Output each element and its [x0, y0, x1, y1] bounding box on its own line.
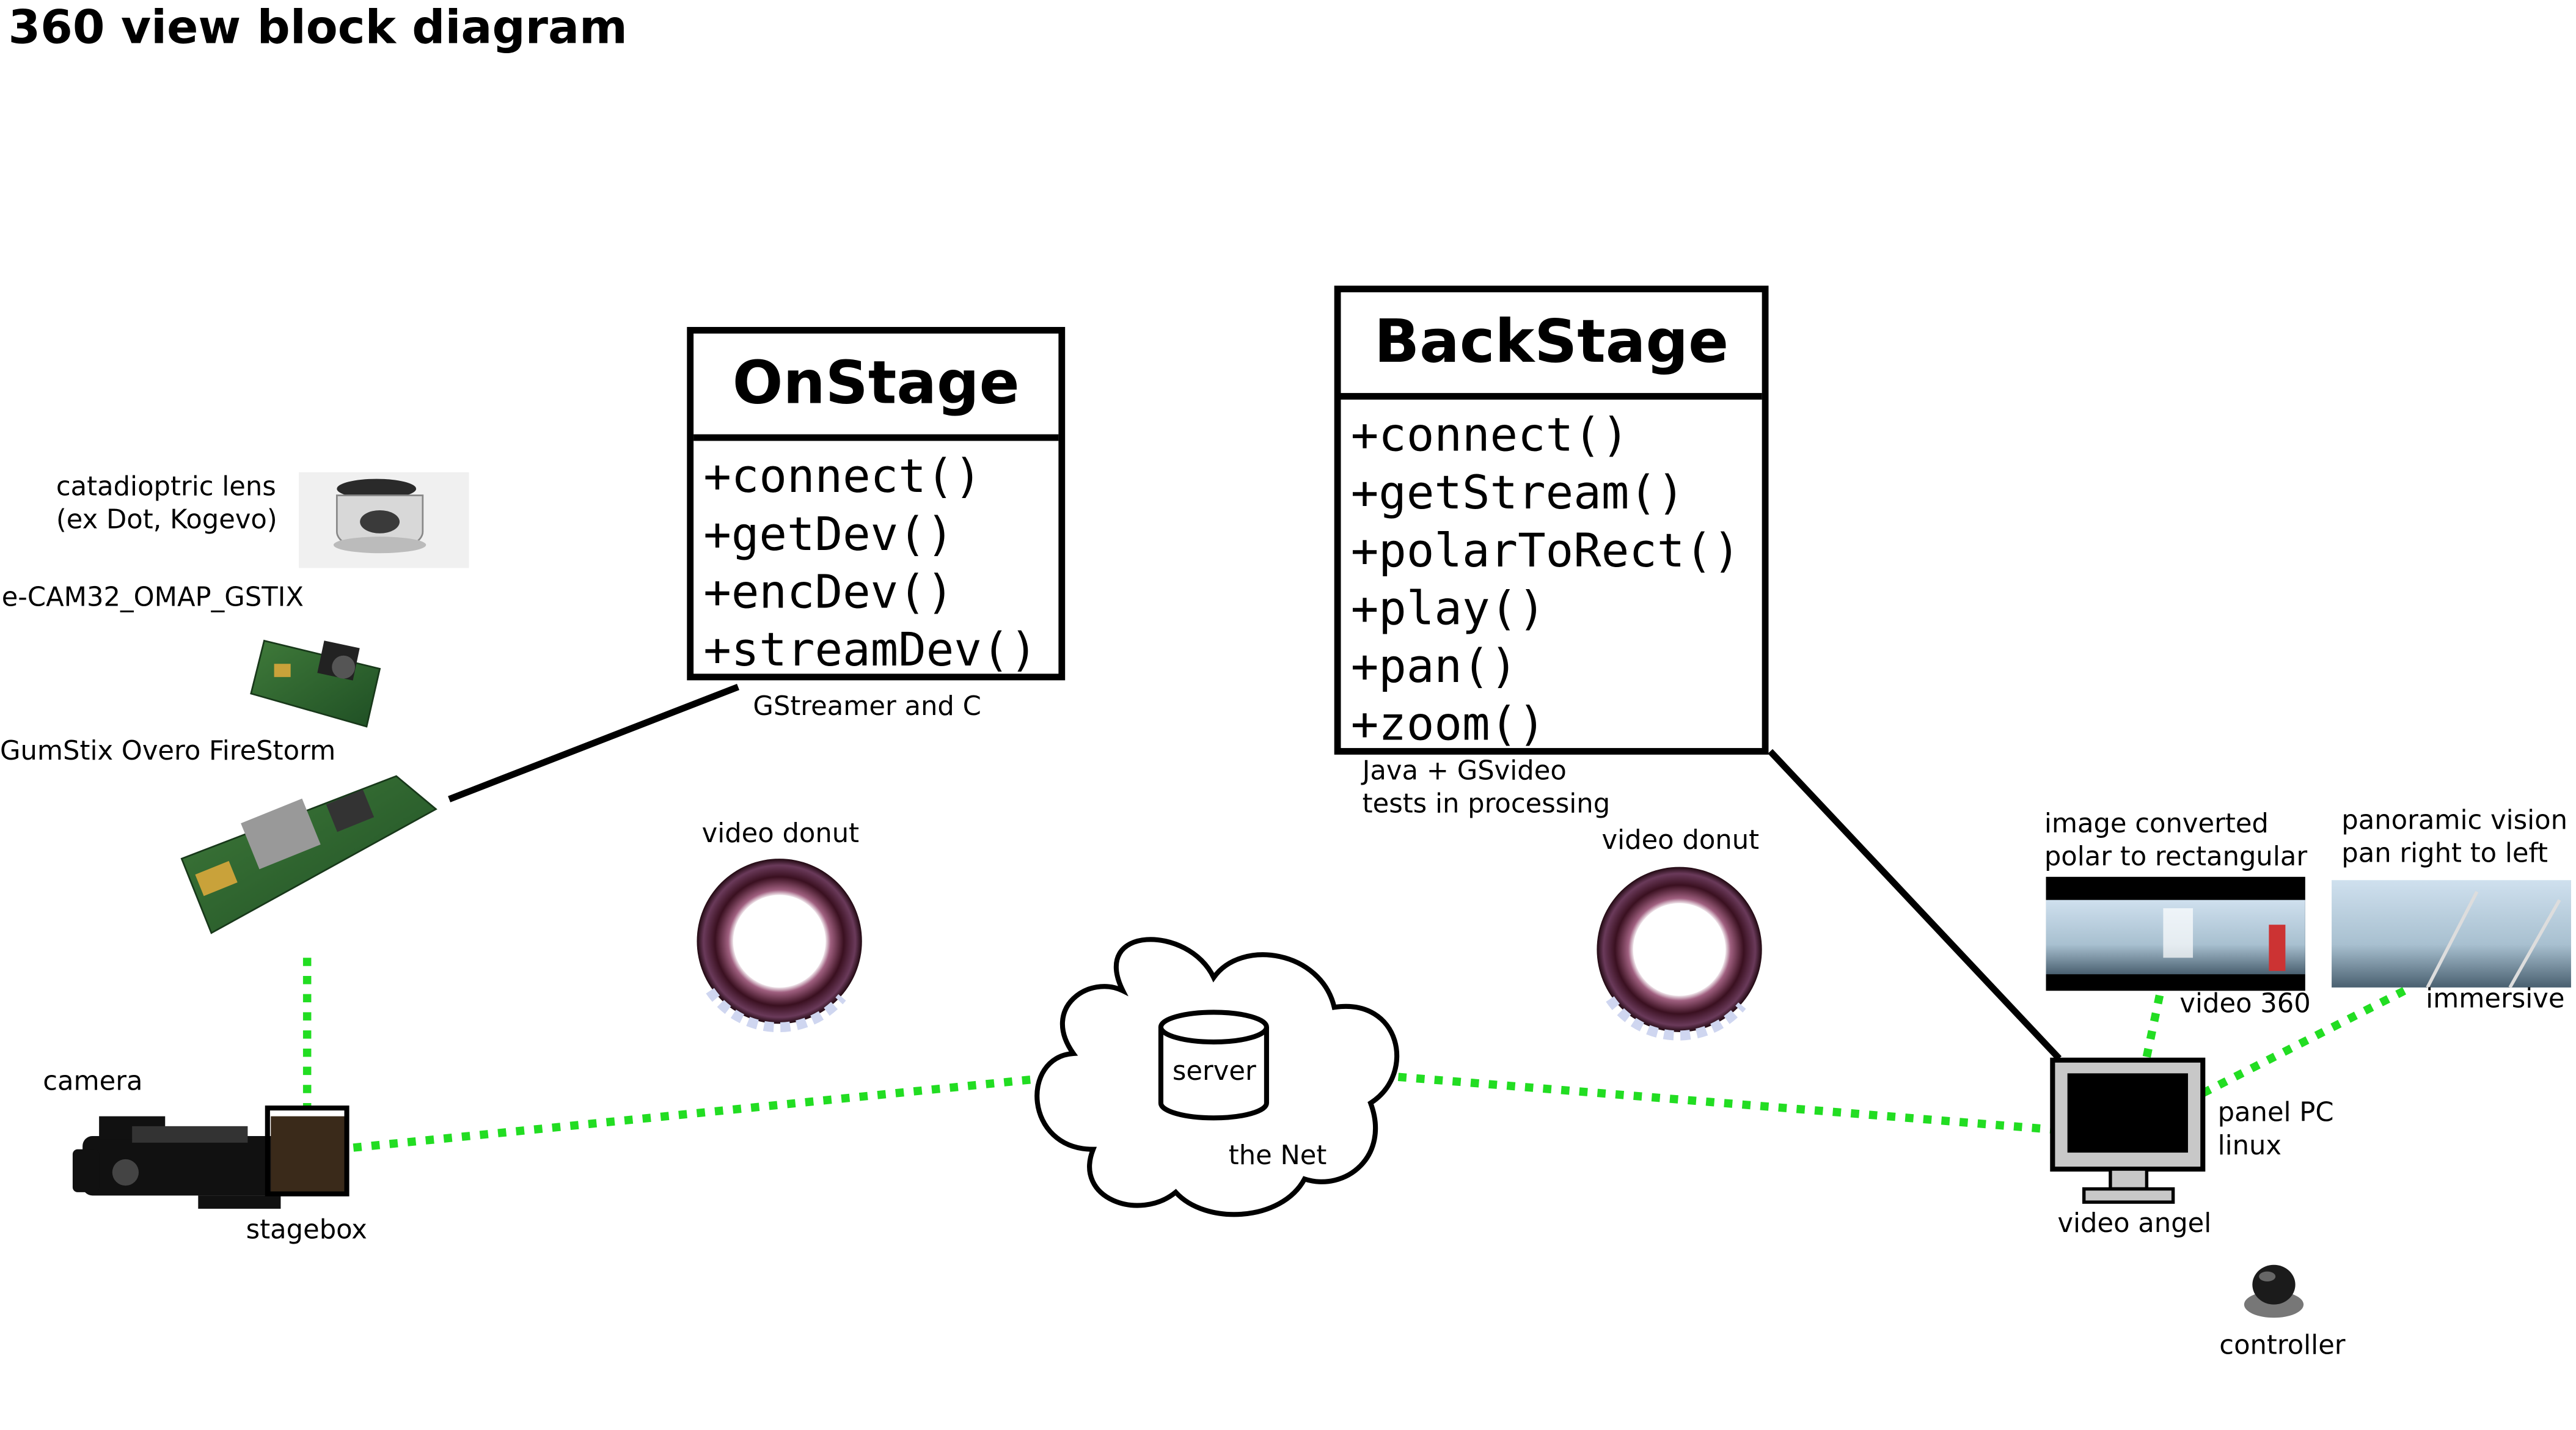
video360-image — [2046, 876, 2305, 991]
net-label: the Net — [1228, 1139, 1327, 1171]
immersive-label: immersive — [2426, 982, 2565, 1014]
stagebox-label: stagebox — [246, 1214, 367, 1245]
panoramic-label: panoramic vision pan right to left — [2341, 804, 2568, 869]
panel-pc-label: panel PC linux — [2217, 1096, 2334, 1161]
video-donut-left-label: video donut — [701, 817, 860, 849]
server-icon — [1158, 1010, 1269, 1121]
controller-label: controller — [2219, 1329, 2346, 1361]
link-backstage-panel-pc — [1768, 749, 2062, 1061]
video360-label: video 360 — [2179, 987, 2311, 1019]
controller-icon — [2244, 1264, 2304, 1318]
backstage-methods: +connect() +getStream() +polarToRect() +… — [1341, 400, 1762, 753]
video-donut-right-label: video donut — [1601, 824, 1760, 856]
backstage-class-box: BackStage +connect() +getStream() +polar… — [1334, 285, 1769, 755]
diagram-title: 360 view block diagram — [8, 0, 628, 55]
camera-label: camera — [43, 1065, 143, 1097]
onstage-method: +connect() — [703, 449, 982, 504]
server-label: server — [1172, 1055, 1256, 1087]
camera-image — [72, 1116, 347, 1209]
link-gumstix-onstage — [448, 684, 740, 802]
link-stagebox-server — [353, 1062, 1160, 1152]
onstage-class-box: OnStage +connect() +getDev() +encDev() +… — [687, 327, 1066, 681]
onstage-method: +streamDev() — [703, 622, 1038, 677]
panel-pc-monitor-icon — [2050, 1057, 2206, 1204]
link-panel-video360 — [2142, 993, 2164, 1058]
network-links — [302, 958, 2407, 1152]
stagebox-icon — [265, 1106, 349, 1197]
ecam-board-image — [250, 639, 381, 728]
onstage-method: +encDev() — [703, 565, 954, 620]
video-angel-label: video angel — [2057, 1207, 2212, 1239]
onstage-method: +getDev() — [703, 507, 954, 562]
lens-label: catadioptric lens (ex Dot, Kogevo) — [56, 471, 277, 535]
backstage-method: +getStream() — [1350, 465, 1685, 521]
backstage-method: +play() — [1350, 581, 1546, 636]
gumstix-label: GumStix Overo FireStorm — [0, 735, 336, 766]
link-server-panel-pc — [1271, 1062, 2053, 1134]
video-donut-right-image — [1597, 867, 1762, 1041]
backstage-method: +pan() — [1350, 639, 1518, 694]
onstage-note: GStreamer and C — [753, 690, 981, 722]
backstage-method: +polarToRect() — [1350, 523, 1741, 578]
link-panel-immersive — [2201, 987, 2407, 1097]
backstage-method: +connect() — [1350, 408, 1630, 463]
ecam-label: e-CAM32_OMAP_GSTIX — [1, 581, 304, 613]
onstage-class-name: OnStage — [693, 334, 1059, 441]
onstage-methods: +connect() +getDev() +encDev() +streamDe… — [693, 441, 1058, 678]
converted-label: image converted polar to rectangular — [2044, 807, 2308, 872]
gumstix-board-image — [180, 775, 437, 934]
backstage-note: Java + GSvideo tests in processing — [1362, 754, 1611, 820]
backstage-method: +zoom() — [1350, 697, 1546, 752]
immersive-image — [2332, 880, 2571, 989]
catadioptric-lens-image — [299, 472, 469, 568]
backstage-class-name: BackStage — [1341, 292, 1762, 400]
video-donut-left-image — [697, 859, 862, 1033]
